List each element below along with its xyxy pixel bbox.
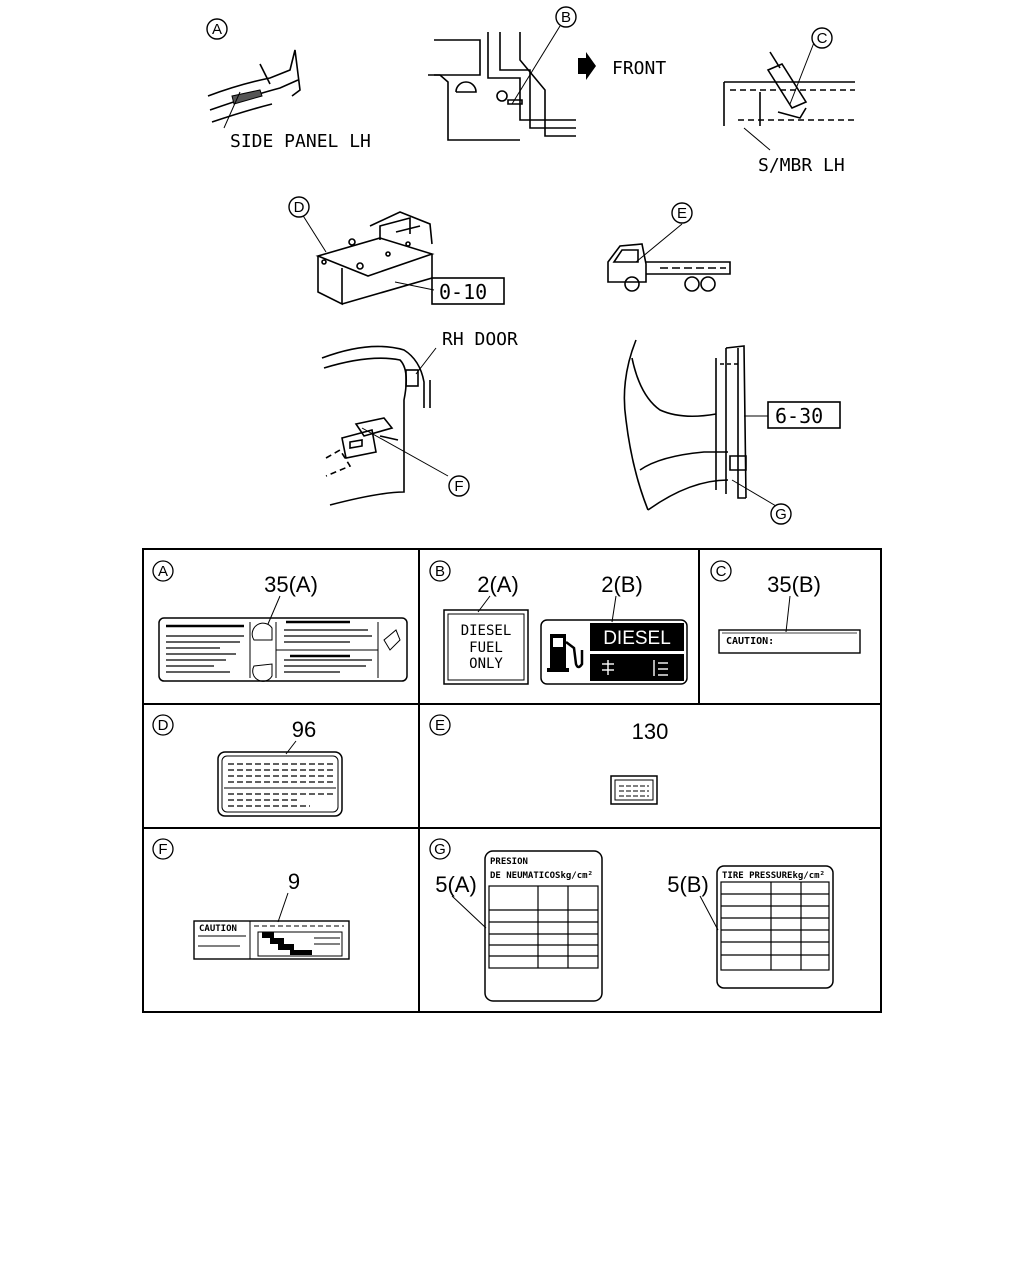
ref-0-10: 0-10 <box>439 280 487 304</box>
callout-f: F <box>454 478 463 495</box>
diesel-badge-text: DIESEL <box>603 628 671 649</box>
part-2a: 2(A) <box>477 572 519 597</box>
part-5b: 5(B) <box>667 872 709 897</box>
view-side-member <box>723 39 855 151</box>
label-5b: TIRE PRESSUREkg/cm² <box>716 865 834 989</box>
callout-c: C <box>817 30 828 47</box>
part-35b: 35(B) <box>767 572 821 597</box>
legend-grid <box>142 548 882 1013</box>
ref-6-30: 6-30 <box>775 404 823 428</box>
cell-letter-g: G <box>434 841 446 858</box>
view-rh-door <box>321 345 449 506</box>
view-fuel-area <box>428 25 576 141</box>
label-35a <box>158 617 408 682</box>
part-5a: 5(A) <box>435 872 477 897</box>
label-2a: DIESEL FUEL ONLY <box>443 609 529 685</box>
callout-g: G <box>775 506 787 523</box>
label-96 <box>217 751 343 817</box>
view-truck <box>607 223 731 292</box>
label-2b: DIESEL <box>540 619 688 685</box>
cell-letter-f: F <box>158 841 167 858</box>
caution-text-35b: CAUTION: <box>726 636 774 647</box>
label-9: CAUTION <box>193 920 350 960</box>
cell-letter-e: E <box>435 717 445 734</box>
view-battery <box>301 211 435 306</box>
front-arrow-icon <box>578 52 596 80</box>
label-s-mbr: S/MBR LH <box>758 155 845 176</box>
view-side-panel <box>207 49 301 129</box>
part-35a: 35(A) <box>264 572 318 597</box>
diesel-line-1: DIESEL <box>461 623 512 639</box>
diesel-line-2: FUEL <box>469 640 503 656</box>
label-35b: CAUTION: <box>718 629 861 654</box>
cell-letter-c: C <box>716 563 727 580</box>
label-130 <box>610 775 658 805</box>
diesel-line-3: ONLY <box>469 656 503 672</box>
fuel-pump-icon <box>547 634 584 672</box>
part-130: 130 <box>632 719 669 744</box>
part-96: 96 <box>292 717 316 742</box>
view-door-pillar <box>623 339 777 511</box>
cell-letter-b: B <box>435 563 445 580</box>
part-9: 9 <box>288 869 300 894</box>
cell-letter-d: D <box>158 717 169 734</box>
callout-d: D <box>294 199 305 216</box>
callout-a: A <box>212 21 222 38</box>
tire-pressure-title: TIRE PRESSUREkg/cm² <box>722 871 825 881</box>
label-side-panel: SIDE PANEL LH <box>230 131 371 152</box>
presion-title-2: DE NEUMATICOSkg/cm² <box>490 871 593 881</box>
cell-letter-a: A <box>158 563 168 580</box>
label-5a: PRESION DE NEUMATICOSkg/cm² <box>484 850 603 1002</box>
label-front: FRONT <box>612 58 666 79</box>
presion-title-1: PRESION <box>490 857 528 867</box>
callout-e: E <box>677 205 687 222</box>
caution-text-9: CAUTION <box>199 924 237 934</box>
callout-b: B <box>561 9 571 26</box>
label-rh-door: RH DOOR <box>442 329 518 350</box>
part-2b: 2(B) <box>601 572 643 597</box>
